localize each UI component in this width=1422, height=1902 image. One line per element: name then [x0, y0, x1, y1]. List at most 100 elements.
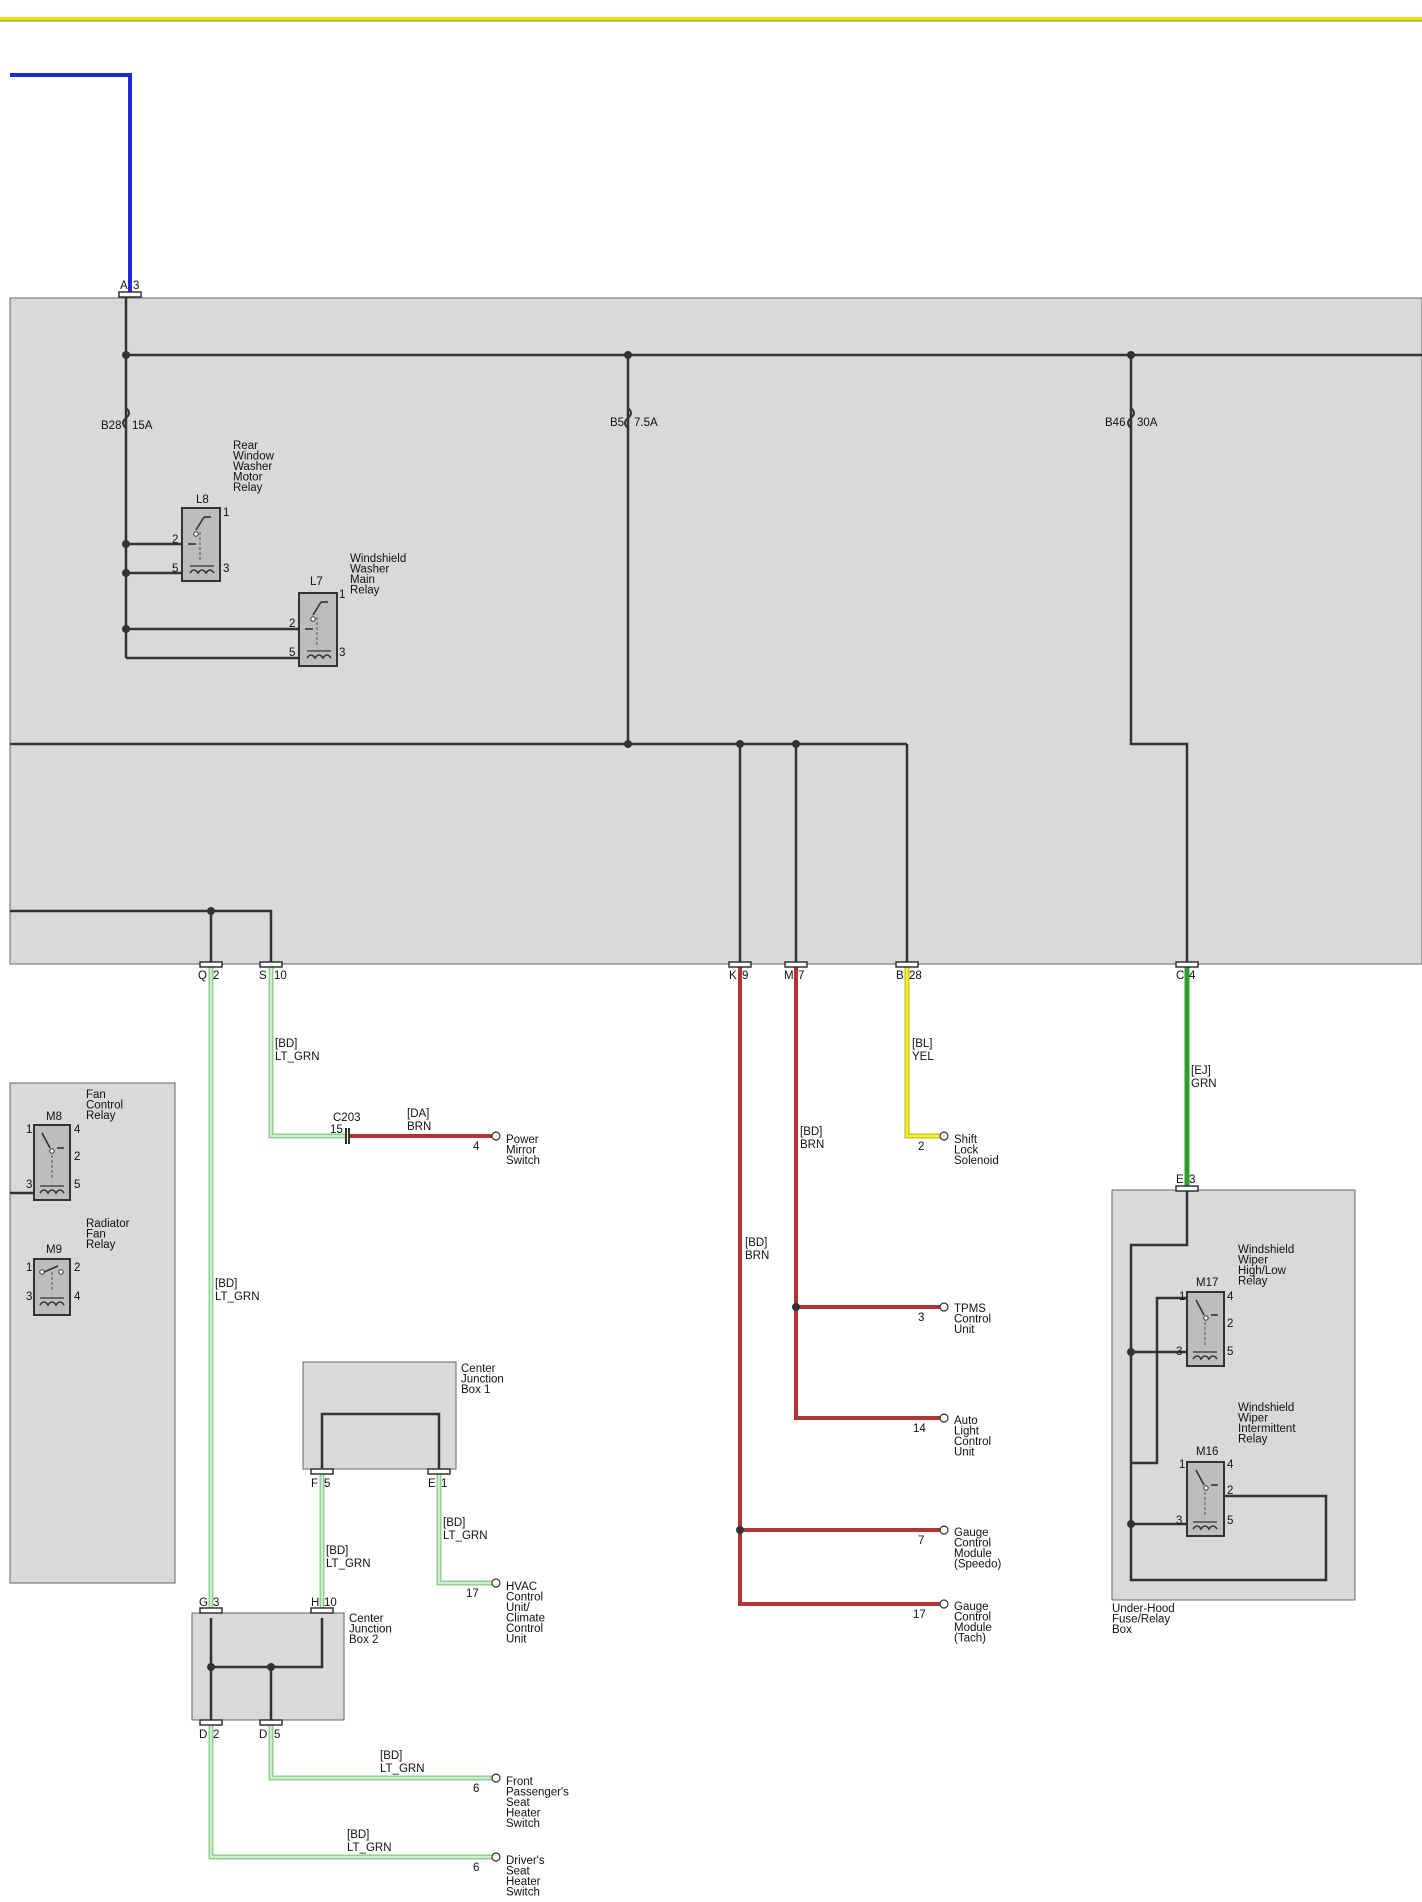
yellow-wire: [904, 964, 940, 1139]
conn-q-letter: Q: [198, 970, 207, 982]
wire-d2-color: LT_GRN: [347, 1842, 392, 1854]
main-fuse-box-panel: [9, 297, 1422, 965]
conn-s-letter: S: [259, 970, 267, 982]
relay-m16-name: Windshield Wiper Intermittent Relay: [1238, 1402, 1299, 1446]
conn-g-letter: G: [199, 1597, 208, 1609]
relay-m16-pin5: 5: [1227, 1515, 1233, 1527]
relay-m17-pin5: 5: [1227, 1346, 1233, 1358]
cjb2-label: Center Junction Box 2: [349, 1613, 395, 1646]
wire-m7-code: [BD]: [800, 1126, 822, 1138]
wire-c203-color: BRN: [407, 1121, 431, 1133]
conn-h-num: 10: [324, 1597, 337, 1609]
fuse-b5-rating: 7.5A: [634, 417, 658, 429]
shift-lock-name: Shift Lock Solenoid: [954, 1134, 999, 1167]
conn-e-letter: E: [1176, 1174, 1184, 1186]
relay-m9-name: Radiator Fan Relay: [86, 1218, 133, 1251]
underhood-panel: [1111, 1189, 1356, 1601]
relay-l8-pin1: 1: [223, 507, 229, 519]
wire-q2-code: [BD]: [215, 1278, 237, 1290]
hvac-name: HVAC Control Unit/ Climate Control Unit: [506, 1581, 548, 1646]
fuse-b46-symbol: [1127, 407, 1135, 429]
fuse-b46-id: B46: [1105, 417, 1125, 429]
relay-m16: [1186, 1461, 1225, 1537]
gauge-speedo-name: Gauge Control Module (Speedo): [954, 1527, 1001, 1571]
relay-l8: [181, 507, 221, 582]
wire-blue-feed: [10, 73, 132, 292]
wire-s10-code: [BD]: [275, 1038, 297, 1050]
wire-k9-code: [BD]: [745, 1237, 767, 1249]
relay-l7-name: Windshield Washer Main Relay: [350, 553, 409, 597]
power-mirror-pin: 4: [473, 1141, 480, 1153]
relay-l7-pin1: 1: [339, 589, 345, 601]
relay-l7: [298, 592, 338, 667]
conn-f5-num: 5: [324, 1478, 330, 1490]
conn-a-letter: A: [120, 280, 128, 292]
relay-m9: [33, 1258, 71, 1316]
wire-cjb2-h: [211, 1618, 324, 1669]
relay-m16-pin1: 1: [1179, 1459, 1185, 1471]
conn-d5-num: 5: [274, 1729, 280, 1741]
fuse-b28-id: B28: [101, 420, 121, 432]
conn-d2-letter: D: [199, 1729, 207, 1741]
wire-underhood-internal: [1129, 1190, 1189, 1524]
wire-b46-down: [1129, 355, 1189, 964]
cjb1-panel: [302, 1361, 457, 1470]
fuse-b46-rating: 30A: [1137, 417, 1158, 429]
wire-m16-2-loop: [1129, 1494, 1328, 1582]
wire-q-s-internal: [10, 909, 273, 964]
relay-m17-pin3: 3: [1176, 1346, 1182, 1358]
conn-e1-num: 1: [441, 1478, 447, 1490]
wire-c4-color: GRN: [1191, 1078, 1217, 1090]
relay-m16-id: M16: [1196, 1446, 1218, 1458]
front-seat-name: Front Passenger's Seat Heater Switch: [506, 1776, 572, 1830]
relay-m8-pin4: 4: [74, 1124, 81, 1136]
relay-m8-pin1: 1: [26, 1124, 32, 1136]
conn-c-num: 4: [1189, 970, 1196, 982]
wire-e1-code: [BD]: [443, 1517, 465, 1529]
relay-m17-pin4: 4: [1227, 1291, 1234, 1303]
fuse-b5-symbol: [624, 407, 632, 429]
wire-d2-code: [BD]: [347, 1829, 369, 1841]
fuse-b28-rating: 15A: [132, 420, 153, 432]
wire-d5-color: LT_GRN: [380, 1763, 425, 1775]
c203-pin: 15: [330, 1124, 343, 1136]
relay-m16-pin3: 3: [1176, 1515, 1182, 1527]
wire-b28-color: YEL: [912, 1051, 934, 1063]
wire-q2-color: LT_GRN: [215, 1291, 260, 1303]
tpms-name: TPMS Control Unit: [954, 1303, 994, 1336]
wire-c203-code: [DA]: [407, 1108, 429, 1120]
relay-m17: [1186, 1291, 1225, 1367]
relay-m17-id: M17: [1196, 1277, 1218, 1289]
auto-light-pin: 14: [913, 1423, 926, 1435]
conn-b-letter: B: [896, 970, 904, 982]
relay-m17-name: Windshield Wiper High/Low Relay: [1238, 1244, 1297, 1288]
wire-s10-color: LT_GRN: [275, 1051, 320, 1063]
relay-m8-id: M8: [46, 1111, 62, 1123]
power-mirror-name: Power Mirror Switch: [506, 1134, 542, 1167]
component-terminals: [491, 1131, 949, 1862]
conn-a-num: 3: [133, 280, 139, 292]
wire-e1-color: LT_GRN: [443, 1530, 488, 1542]
splice-nodes: [122, 351, 1135, 1671]
wire-b28-code: [BL]: [912, 1038, 932, 1050]
fuse-b28-symbol: [122, 407, 130, 429]
relay-l7-pin3: 3: [339, 647, 345, 659]
brown-wires: [350, 964, 940, 1606]
relay-l8-id: L8: [196, 494, 209, 506]
hvac-pin: 17: [466, 1588, 479, 1600]
conn-g-num: 3: [213, 1597, 219, 1609]
conn-k-num: 9: [742, 970, 748, 982]
wire-f5-code: [BD]: [326, 1545, 348, 1557]
relay-l7-pin5: 5: [289, 647, 295, 659]
wire-cjb1-internal: [320, 1412, 441, 1469]
relay-m8-pin5: 5: [74, 1179, 80, 1191]
relay-m8-name: Fan Control Relay: [86, 1089, 126, 1122]
lt-green-wires: [208, 964, 492, 1860]
tpms-pin: 3: [918, 1312, 924, 1324]
wire-m7-color: BRN: [800, 1139, 824, 1151]
wire-k9-color: BRN: [745, 1250, 769, 1262]
conn-h-letter: H: [311, 1597, 319, 1609]
wire-c4-code: [EJ]: [1191, 1065, 1211, 1077]
gauge-tach-name: Gauge Control Module (Tach): [954, 1601, 995, 1645]
